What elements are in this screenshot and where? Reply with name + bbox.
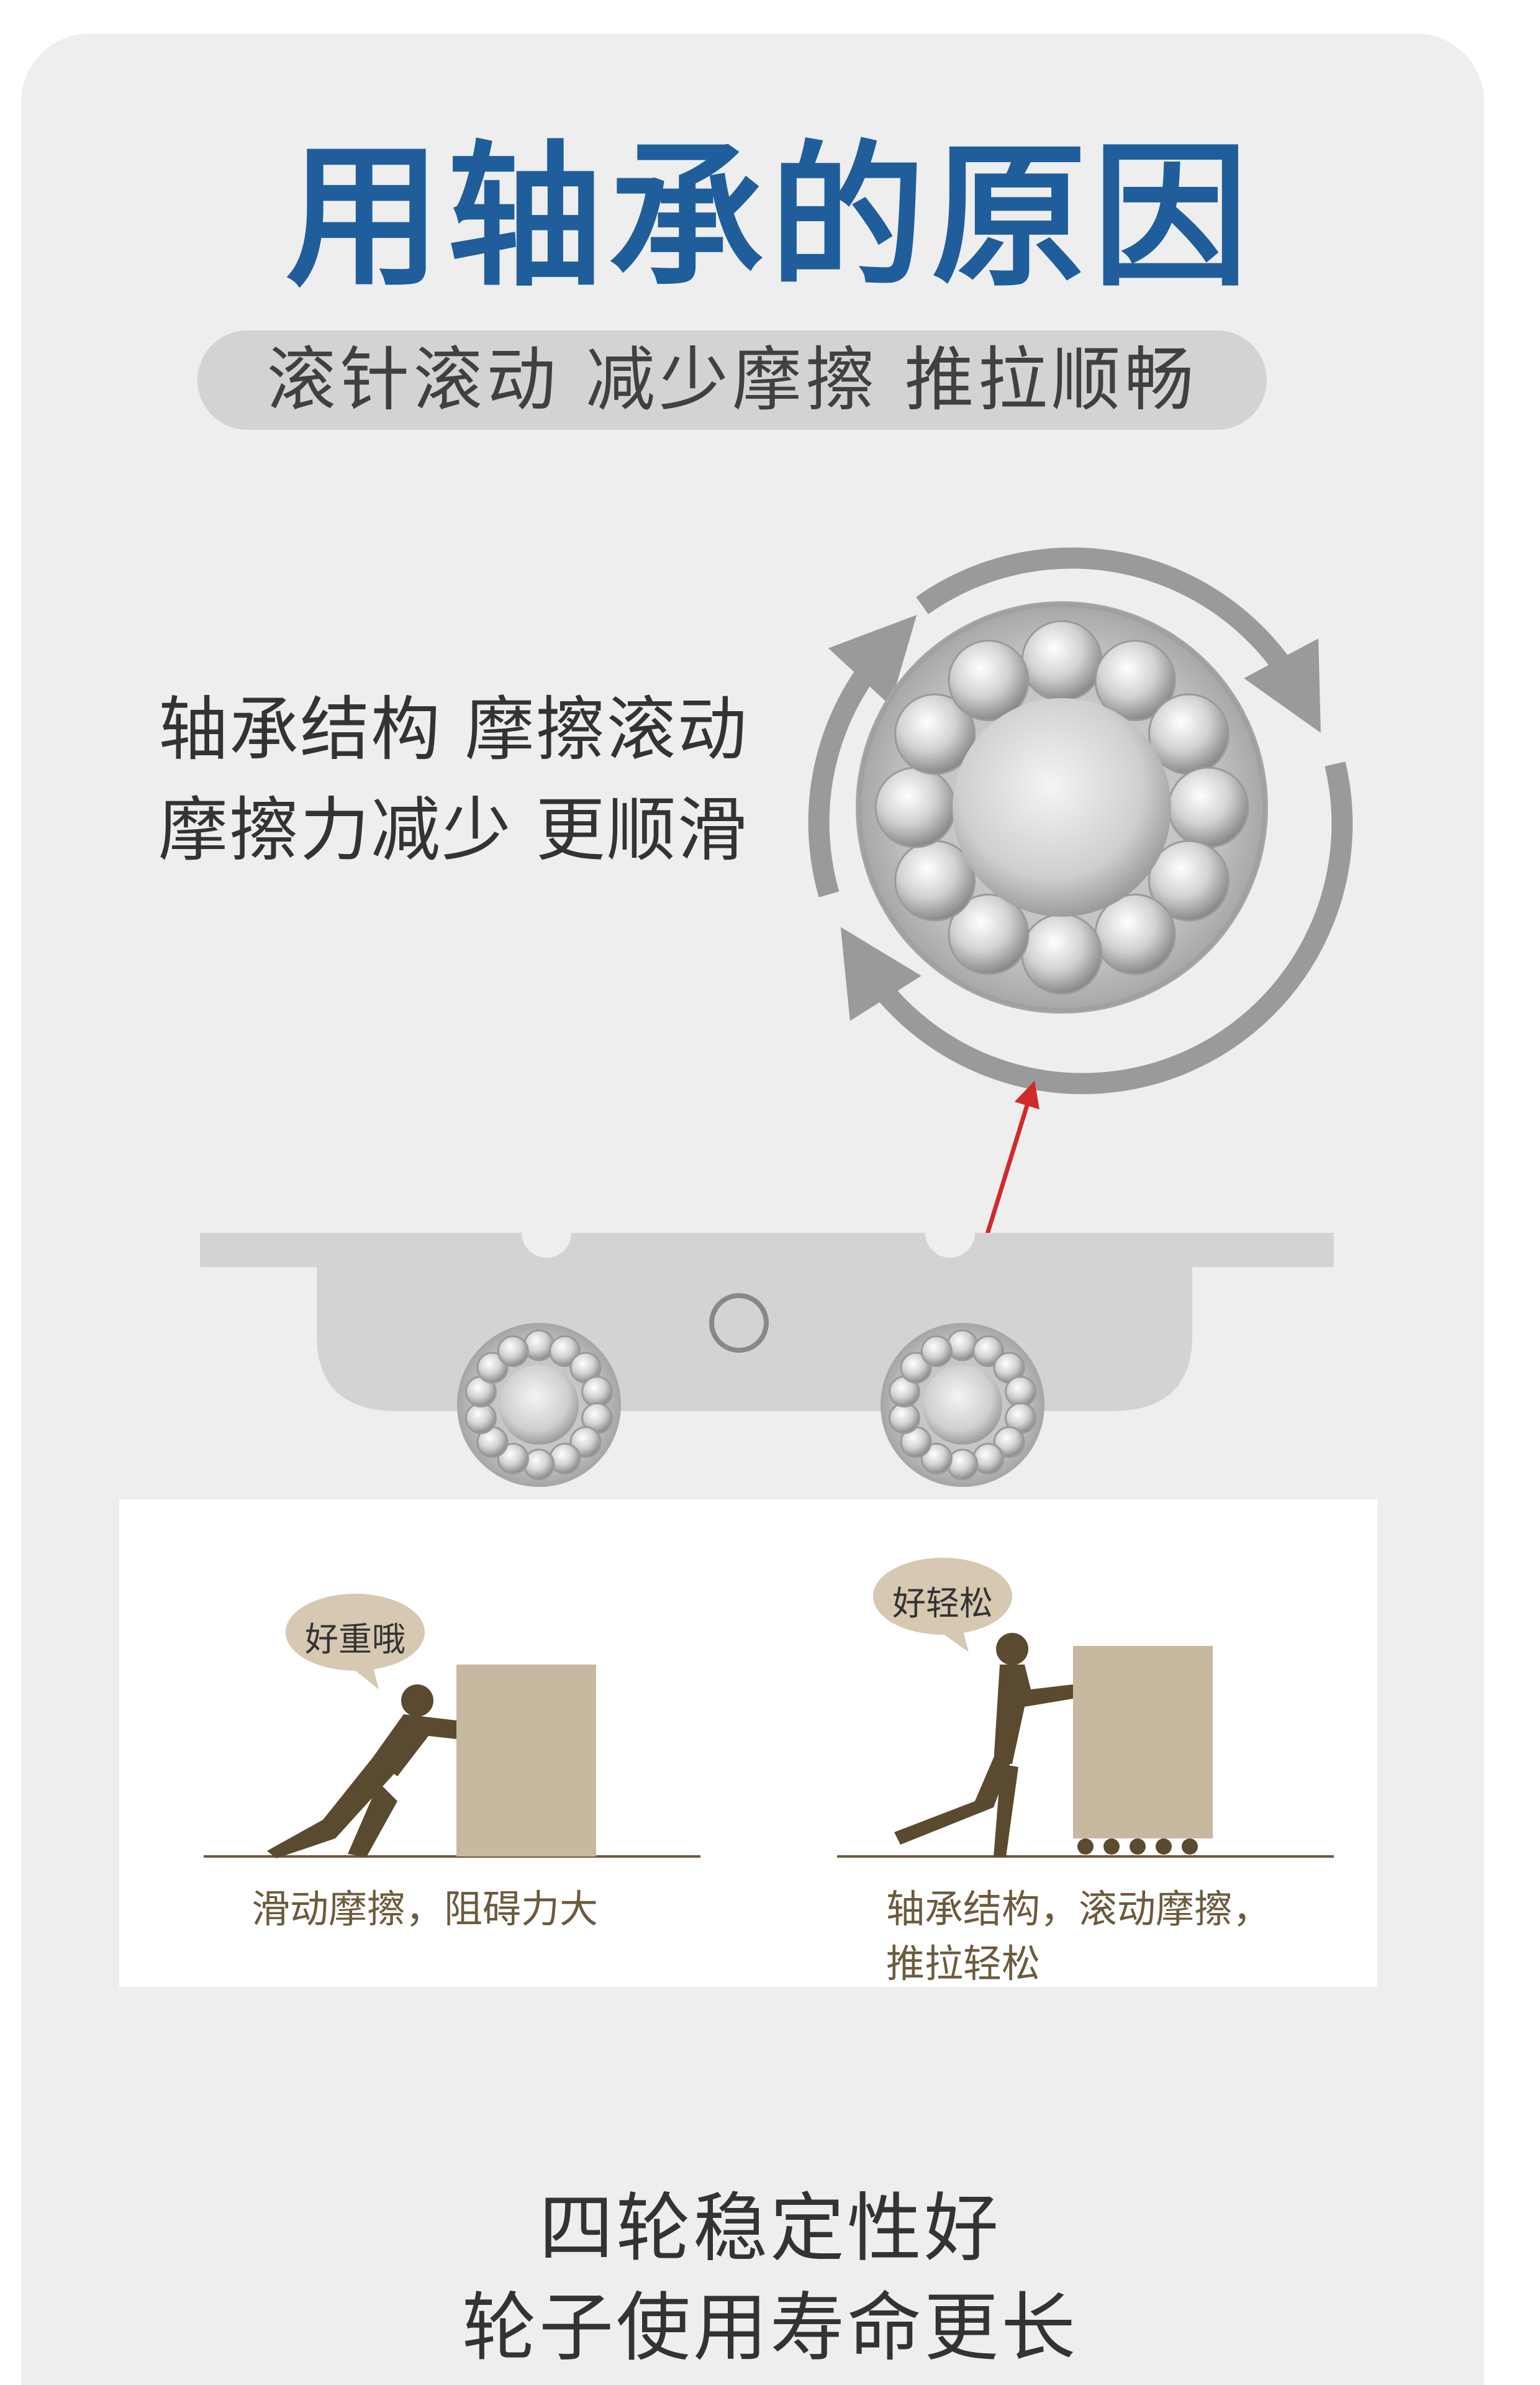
bubble-left-text: 好重哦 xyxy=(305,1620,405,1659)
rotation-arrow-icon xyxy=(808,547,1353,1094)
subtitle-pill xyxy=(197,330,1267,430)
bearing-icon xyxy=(856,601,1268,1014)
bearing-ball xyxy=(1021,913,1103,995)
axle-hole-icon xyxy=(709,1293,769,1353)
small-bearing-icon xyxy=(881,1323,1044,1487)
bearing-ball xyxy=(476,1352,509,1384)
bearing-ball xyxy=(972,1335,1005,1368)
bearing-ball xyxy=(1167,766,1249,848)
bearing-ball xyxy=(549,1442,581,1474)
bearing-ball xyxy=(972,1442,1005,1474)
bearing-ball xyxy=(1021,620,1103,702)
walking-person-icon xyxy=(894,1633,1073,1857)
bearing-ball xyxy=(920,1442,953,1474)
bearing-ball xyxy=(948,640,1030,722)
caption-right-line-1: 轴承结构，滚动摩擦， xyxy=(886,1886,1272,1932)
bearing-ball xyxy=(497,1442,529,1474)
bearing-ball xyxy=(948,893,1030,975)
bearing-ball xyxy=(1094,640,1176,722)
light-box-icon xyxy=(1073,1646,1213,1838)
description-line-2: 摩擦力减少 更顺滑 xyxy=(158,790,748,871)
bottom-line-2: 轮子使用寿命更长 xyxy=(462,2285,1078,2371)
page-title: 用轴承的原因 xyxy=(286,127,1254,307)
bearing-ball xyxy=(1148,840,1230,922)
bearing-ball xyxy=(1005,1376,1037,1408)
speech-bubble-right xyxy=(873,1558,1012,1635)
bearing-ball xyxy=(549,1335,581,1368)
heavy-box-icon xyxy=(456,1665,596,1856)
bearing-ball xyxy=(888,1402,920,1434)
speech-bubble-left xyxy=(286,1594,425,1671)
caption-left: 滑动摩擦，阻碍力大 xyxy=(251,1886,599,1932)
bearing-ball xyxy=(523,1448,555,1481)
bearing-ball xyxy=(497,1335,529,1368)
bearing-ball xyxy=(900,1352,932,1384)
bearing-ball xyxy=(523,1329,555,1361)
bubble-right-text: 好轻松 xyxy=(892,1584,993,1623)
subtitle: 滚针滚动 减少摩擦 推拉顺畅 xyxy=(266,340,1198,420)
pushing-person-icon xyxy=(267,1684,456,1858)
bearing-ball xyxy=(569,1426,602,1458)
wheel-dots xyxy=(1077,1838,1198,1855)
bottom-line-1: 四轮稳定性好 xyxy=(539,2186,1001,2272)
caption-right-line-2: 推拉轻松 xyxy=(886,1941,1041,1986)
bearing-ball xyxy=(920,1335,953,1368)
bearing-ball xyxy=(874,766,956,848)
bearing-ball xyxy=(993,1426,1025,1458)
bearing-ball xyxy=(464,1402,497,1434)
cart-illustration xyxy=(200,1233,1334,1411)
description-line-1: 轴承结构 摩擦滚动 xyxy=(158,689,748,770)
bearing-ball xyxy=(946,1329,979,1361)
small-bearing-icon xyxy=(457,1323,621,1487)
bearing-ball xyxy=(946,1448,979,1481)
bearing-ball xyxy=(894,693,976,775)
bearing-ball xyxy=(581,1376,614,1408)
